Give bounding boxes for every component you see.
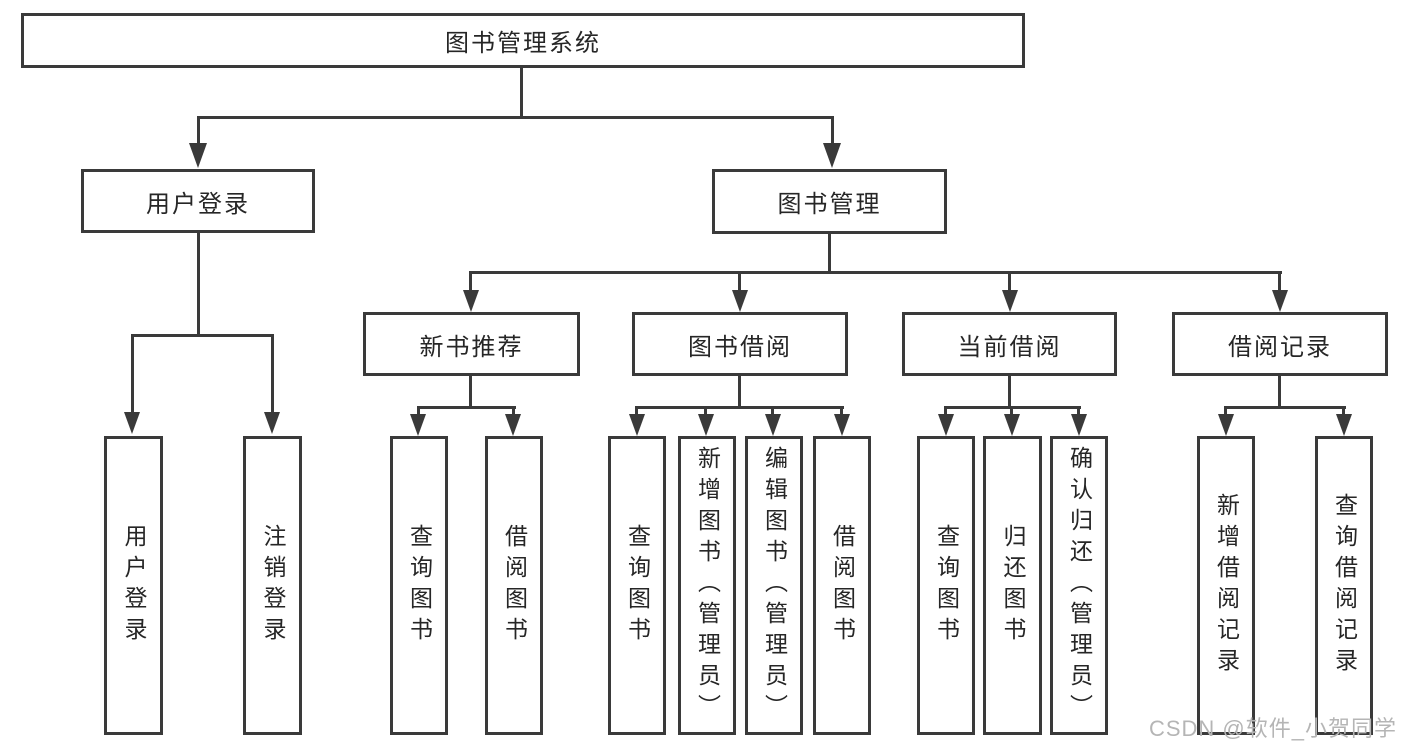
arrow-to-leaf	[1336, 414, 1352, 436]
arrow-to-book-borrow	[732, 290, 748, 312]
arrow-to-leaf	[629, 414, 645, 436]
node-borrow-records: 借阅记录	[1172, 312, 1388, 376]
leaf-user-login: 用户登录	[104, 436, 163, 735]
arrow-to-user-login	[189, 143, 207, 168]
connector-stub	[1278, 271, 1281, 291]
arrow-to-current-borrow	[1002, 290, 1018, 312]
connector-root-trunk	[520, 68, 523, 119]
arrow-to-new-book-recommend	[463, 290, 479, 312]
arrow-to-leaf-user-login	[124, 412, 140, 434]
node-new-book-recommend: 新书推荐	[363, 312, 580, 376]
connector-records-trunk	[1278, 376, 1281, 409]
connector-stub	[1077, 406, 1080, 416]
arrow-to-leaf	[765, 414, 781, 436]
connector-stub	[417, 406, 420, 416]
leaf-query-books-borrow: 查询图书	[608, 436, 666, 735]
connector-stub	[1224, 406, 1227, 416]
connector-root-bar	[197, 116, 834, 119]
connector-root-stub-right	[831, 116, 834, 145]
leaf-logout: 注销登录	[243, 436, 302, 735]
arrow-to-leaf-logout	[264, 412, 280, 434]
arrow-to-leaf	[505, 414, 521, 436]
leaf-query-books-current: 查询图书	[917, 436, 975, 735]
leaf-borrow-books-recommend: 借阅图书	[485, 436, 543, 735]
node-book-management: 图书管理	[712, 169, 947, 234]
leaf-return-books: 归还图书	[983, 436, 1042, 735]
leaf-add-books-admin: 新增图书（管理员）	[678, 436, 736, 735]
connector-recommend-trunk	[469, 376, 472, 409]
arrow-to-leaf	[1071, 414, 1087, 436]
connector-records-bar	[1224, 406, 1346, 409]
csdn-watermark: CSDN @软件_小贺同学	[1148, 716, 1397, 741]
connector-stub	[944, 406, 947, 416]
arrow-to-leaf	[410, 414, 426, 436]
node-current-borrow: 当前借阅	[902, 312, 1117, 376]
connector-stub	[738, 271, 741, 291]
leaf-borrow-books: 借阅图书	[813, 436, 871, 735]
arrow-to-leaf	[1004, 414, 1020, 436]
leaf-edit-books-admin: 编辑图书（管理员）	[745, 436, 803, 735]
connector-user-login-bar	[131, 334, 274, 337]
connector-stub	[469, 271, 472, 291]
arrow-to-borrow-records	[1272, 290, 1288, 312]
connector-stub	[131, 334, 134, 413]
node-book-borrow: 图书借阅	[632, 312, 848, 376]
connector-book-mgmt-trunk	[828, 234, 831, 274]
connector-borrow-bar	[635, 406, 844, 409]
connector-recommend-bar	[417, 406, 516, 409]
leaf-query-books-recommend: 查询图书	[390, 436, 448, 735]
node-user-login: 用户登录	[81, 169, 315, 233]
connector-borrow-trunk	[738, 376, 741, 409]
arrow-to-leaf	[698, 414, 714, 436]
connector-stub	[512, 406, 515, 416]
connector-stub	[635, 406, 638, 416]
leaf-add-borrow-record: 新增借阅记录	[1197, 436, 1255, 735]
connector-stub	[771, 406, 774, 416]
leaf-query-borrow-record: 查询借阅记录	[1315, 436, 1373, 735]
connector-stub	[840, 406, 843, 416]
connector-book-mgmt-bar	[469, 271, 1282, 274]
connector-root-stub-left	[197, 116, 200, 145]
arrow-to-leaf	[834, 414, 850, 436]
arrow-to-book-management	[823, 143, 841, 168]
node-root: 图书管理系统	[21, 13, 1025, 68]
connector-stub	[1008, 271, 1011, 291]
arrow-to-leaf	[1218, 414, 1234, 436]
connector-stub	[1010, 406, 1013, 416]
connector-stub	[271, 334, 274, 413]
connector-current-trunk	[1008, 376, 1011, 409]
connector-stub	[704, 406, 707, 416]
connector-stub	[1342, 406, 1345, 416]
arrow-to-leaf	[938, 414, 954, 436]
leaf-confirm-return-admin: 确认归还（管理员）	[1050, 436, 1108, 735]
connector-user-login-trunk	[197, 232, 200, 337]
